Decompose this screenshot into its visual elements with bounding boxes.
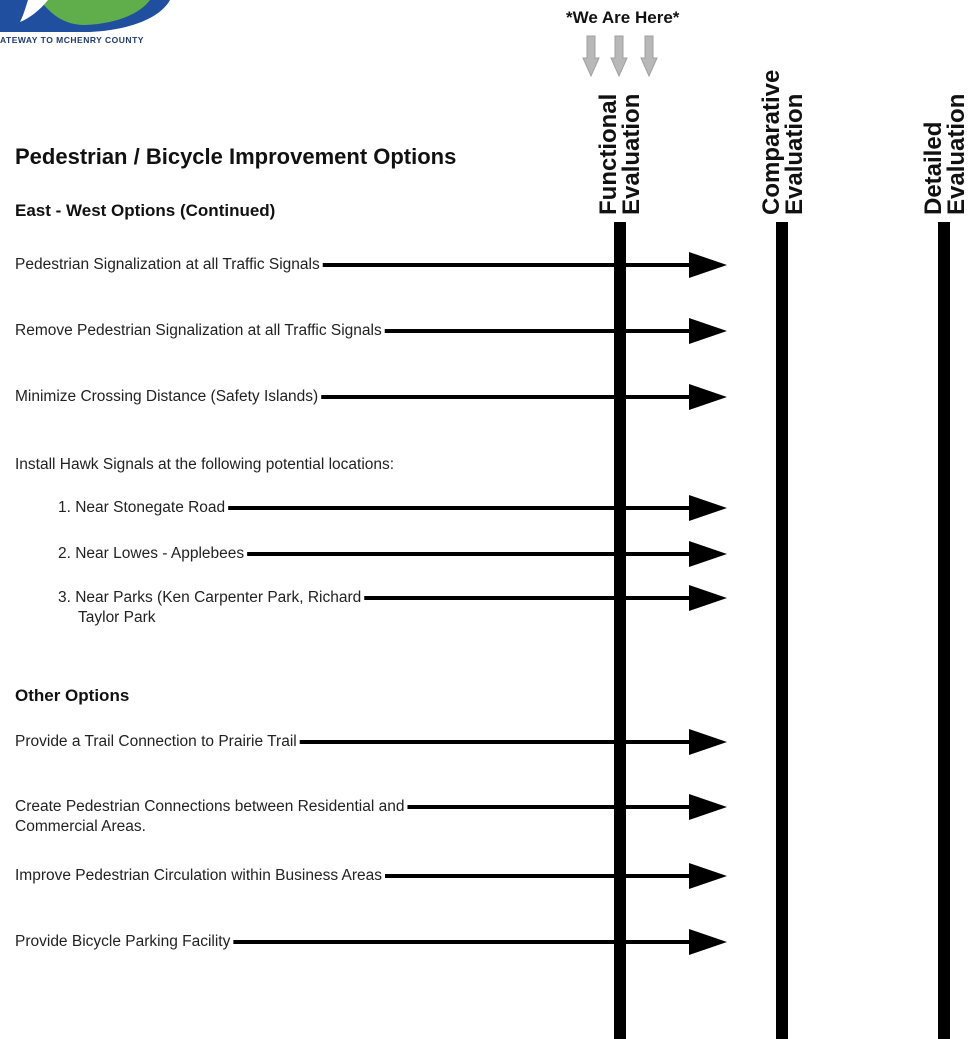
arrow-head-icon <box>689 318 727 344</box>
logo: ATEWAY TO MCHENRY COUNTY <box>0 0 175 45</box>
option-pedestrian-circulation: Improve Pedestrian Circulation within Bu… <box>15 867 383 884</box>
option-line2: Commercial Areas. <box>15 818 146 835</box>
logo-emblem <box>0 0 170 32</box>
option-line2: Taylor Park <box>78 609 156 626</box>
we-are-here-label: *We Are Here* <box>566 8 680 27</box>
option-near-lowes-applebees: 2. Near Lowes - Applebees <box>58 545 245 562</box>
stage-bar-functional <box>614 222 626 1039</box>
stage-bar-detailed <box>938 222 950 1039</box>
hawk-signals-intro: Install Hawk Signals at the following po… <box>15 456 395 473</box>
option-near-parks: 3. Near Parks (Ken Carpenter Park, Richa… <box>58 588 361 628</box>
page-title: Pedestrian / Bicycle Improvement Options <box>15 144 457 169</box>
stage-bar-comparative <box>776 222 788 1039</box>
arrow-head-icon <box>689 252 727 278</box>
arrow-head-icon <box>689 929 727 955</box>
section-heading-other: Other Options <box>15 686 130 705</box>
arrow-head-icon <box>689 585 727 611</box>
option-line1: 3. Near Parks (Ken Carpenter Park, Richa… <box>58 589 362 606</box>
section-heading-east-west: East - West Options (Continued) <box>15 201 276 220</box>
arrow-head-icon <box>689 384 727 410</box>
down-arrow-icon <box>640 35 658 78</box>
logo-tagline: ATEWAY TO MCHENRY COUNTY <box>0 35 144 45</box>
option-minimize-crossing-distance: Minimize Crossing Distance (Safety Islan… <box>15 388 319 405</box>
arrow-head-icon <box>689 729 727 755</box>
arrow-head-icon <box>689 863 727 889</box>
option-pedestrian-connections: Create Pedestrian Connections between Re… <box>15 797 404 837</box>
option-line1: Create Pedestrian Connections between Re… <box>15 798 405 815</box>
option-trail-connection: Provide a Trail Connection to Prairie Tr… <box>15 733 297 750</box>
arrow-head-icon <box>689 495 727 521</box>
down-arrow-icon <box>582 35 600 78</box>
arrow-head-icon <box>689 794 727 820</box>
down-arrow-icon <box>610 35 628 78</box>
option-pedestrian-signalization: Pedestrian Signalization at all Traffic … <box>15 256 320 273</box>
option-near-stonegate-road: 1. Near Stonegate Road <box>58 499 226 516</box>
option-bicycle-parking: Provide Bicycle Parking Facility <box>15 933 231 950</box>
arrow-head-icon <box>689 541 727 567</box>
option-remove-pedestrian-signalization: Remove Pedestrian Signalization at all T… <box>15 322 382 339</box>
